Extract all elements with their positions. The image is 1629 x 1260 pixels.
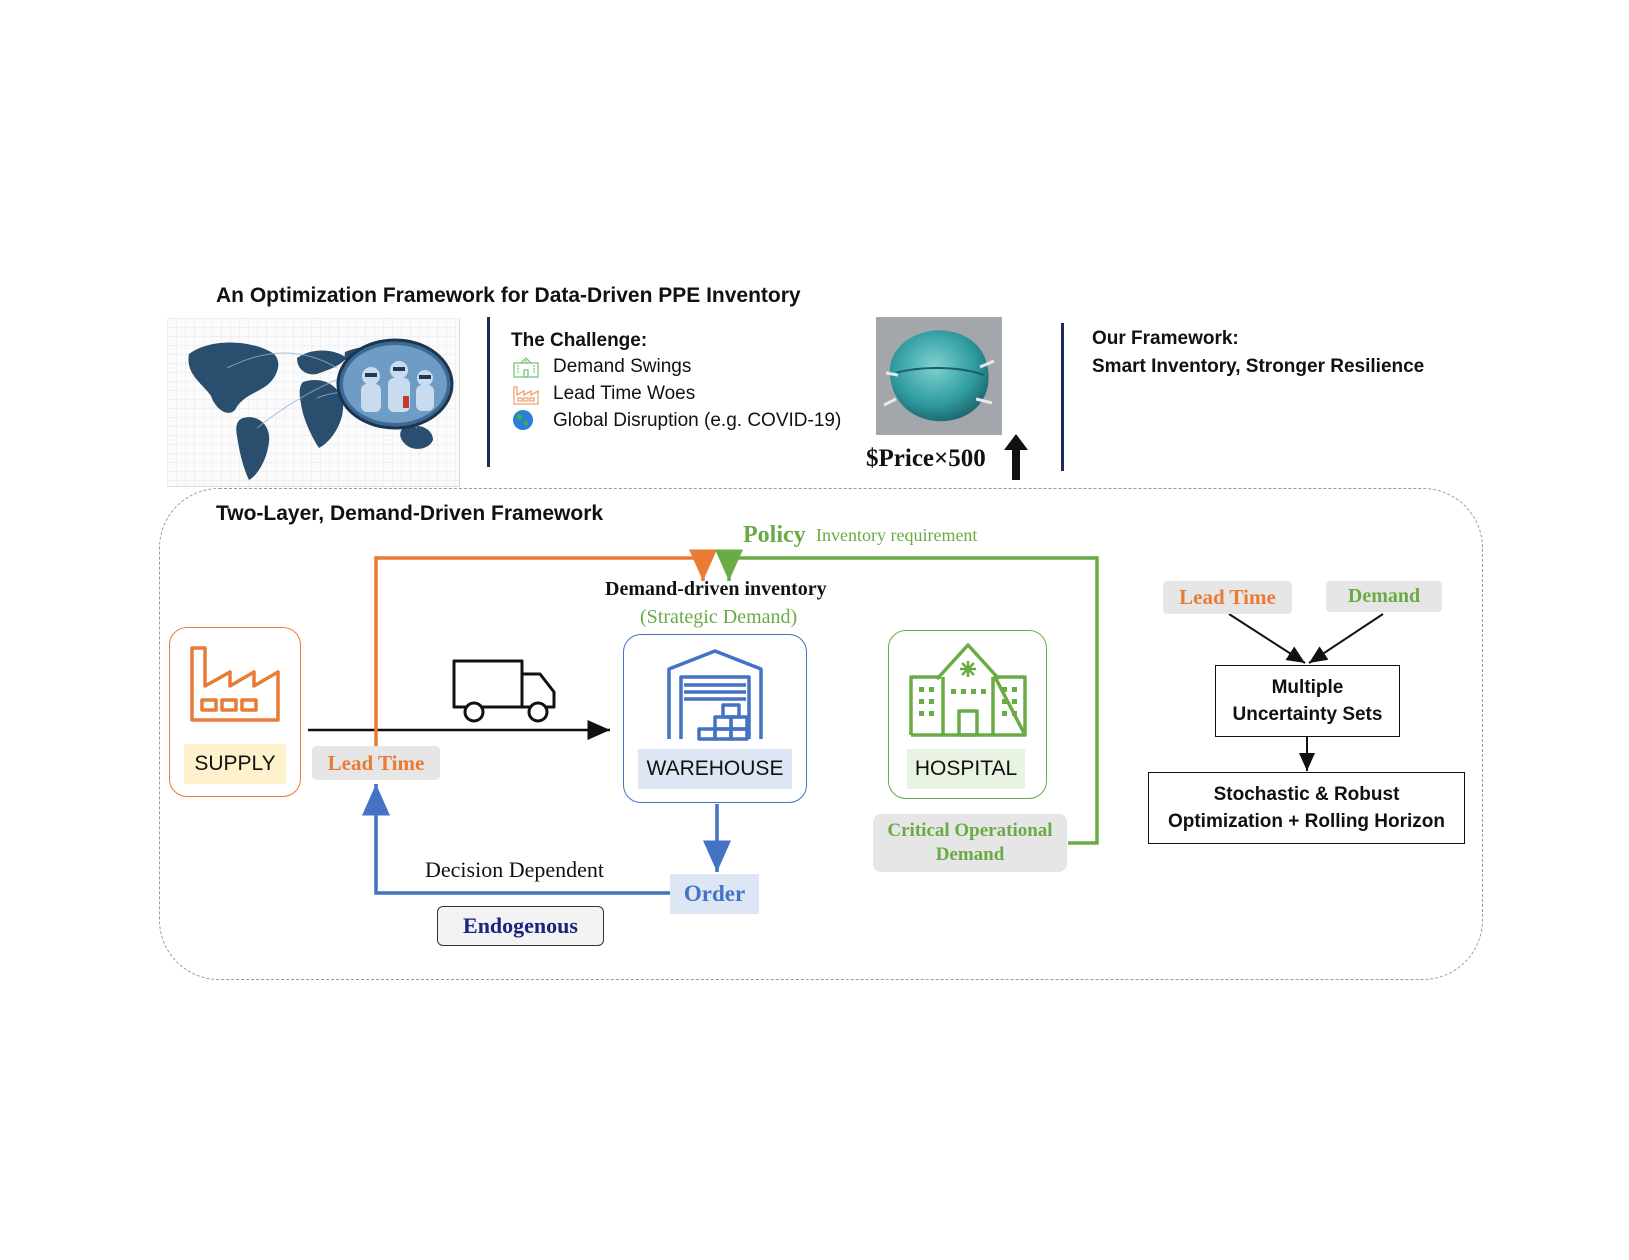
price-label: $Price×500 bbox=[866, 445, 986, 472]
strategic-demand-label: (Strategic Demand) bbox=[640, 606, 798, 628]
policy-feedback-arrow bbox=[715, 549, 1099, 845]
hospital-icon bbox=[512, 356, 540, 378]
critical-demand-tag: Critical Operational Demand bbox=[873, 814, 1067, 872]
warehouse-node: WAREHOUSE bbox=[623, 634, 807, 803]
hospital-label: HOSPITAL bbox=[907, 749, 1025, 789]
lead-time-feedback-arrow bbox=[374, 549, 717, 747]
uncertainty-line2: Uncertainty Sets bbox=[1232, 704, 1383, 725]
optimization-line2: Optimization + Rolling Horizon bbox=[1167, 811, 1446, 832]
n95-mask-image bbox=[876, 317, 1002, 435]
challenge-item-lead-time-woes: Lead Time Woes bbox=[553, 383, 696, 404]
divider-line-left bbox=[487, 317, 490, 467]
warehouse-label: WAREHOUSE bbox=[638, 749, 792, 789]
hospital-icon bbox=[907, 639, 1029, 739]
our-framework-tagline: Smart Inventory, Stronger Resilience bbox=[1092, 356, 1425, 377]
optimization-line1: Stochastic & Robust bbox=[1213, 784, 1400, 805]
lead-time-to-uncertainty-arrow bbox=[1228, 613, 1306, 664]
framework-title: Two-Layer, Demand-Driven Framework bbox=[216, 502, 604, 525]
lead-time-tag: Lead Time bbox=[312, 746, 440, 780]
challenge-heading: The Challenge: bbox=[511, 330, 648, 351]
optimization-box: Stochastic & Robust Optimization + Rolli… bbox=[1148, 772, 1465, 844]
page-title: An Optimization Framework for Data-Drive… bbox=[216, 284, 801, 307]
side-demand-tag: Demand bbox=[1326, 581, 1442, 612]
uncertainty-sets-box: Multiple Uncertainty Sets bbox=[1215, 665, 1400, 737]
side-lead-time-tag: Lead Time bbox=[1163, 581, 1292, 614]
warehouse-icon bbox=[666, 647, 764, 743]
our-framework-heading: Our Framework: bbox=[1092, 328, 1239, 349]
supply-node: SUPPLY bbox=[169, 627, 301, 797]
endogenous-tag: Endogenous bbox=[437, 906, 604, 946]
order-tag: Order bbox=[670, 874, 759, 914]
world-map-image bbox=[167, 318, 460, 487]
divider-line-right bbox=[1061, 323, 1064, 471]
supply-label: SUPPLY bbox=[184, 744, 286, 784]
decision-dependent-label: Decision Dependent bbox=[425, 857, 604, 882]
uncertainty-line1: Multiple bbox=[1271, 677, 1344, 698]
critical-demand-line2: Demand bbox=[935, 844, 1005, 865]
policy-label: Policy bbox=[743, 522, 806, 548]
arrow-up-icon bbox=[1003, 434, 1029, 480]
demand-to-uncertainty-arrow bbox=[1308, 613, 1384, 664]
factory-icon bbox=[512, 383, 540, 405]
order-to-lead-time-arrow bbox=[362, 784, 670, 895]
challenge-item-demand-swings: Demand Swings bbox=[553, 356, 692, 377]
critical-demand-line1: Critical Operational bbox=[887, 820, 1053, 841]
hospital-node: HOSPITAL bbox=[888, 630, 1047, 799]
framework-frame bbox=[159, 488, 1483, 980]
factory-icon bbox=[188, 644, 282, 724]
policy-sublabel: Inventory requirement bbox=[816, 525, 978, 545]
truck-icon bbox=[452, 658, 558, 724]
demand-driven-label: Demand-driven inventory bbox=[605, 578, 827, 600]
challenge-item-global-disruption: Global Disruption (e.g. COVID-19) bbox=[553, 410, 842, 431]
globe-icon bbox=[512, 409, 534, 431]
